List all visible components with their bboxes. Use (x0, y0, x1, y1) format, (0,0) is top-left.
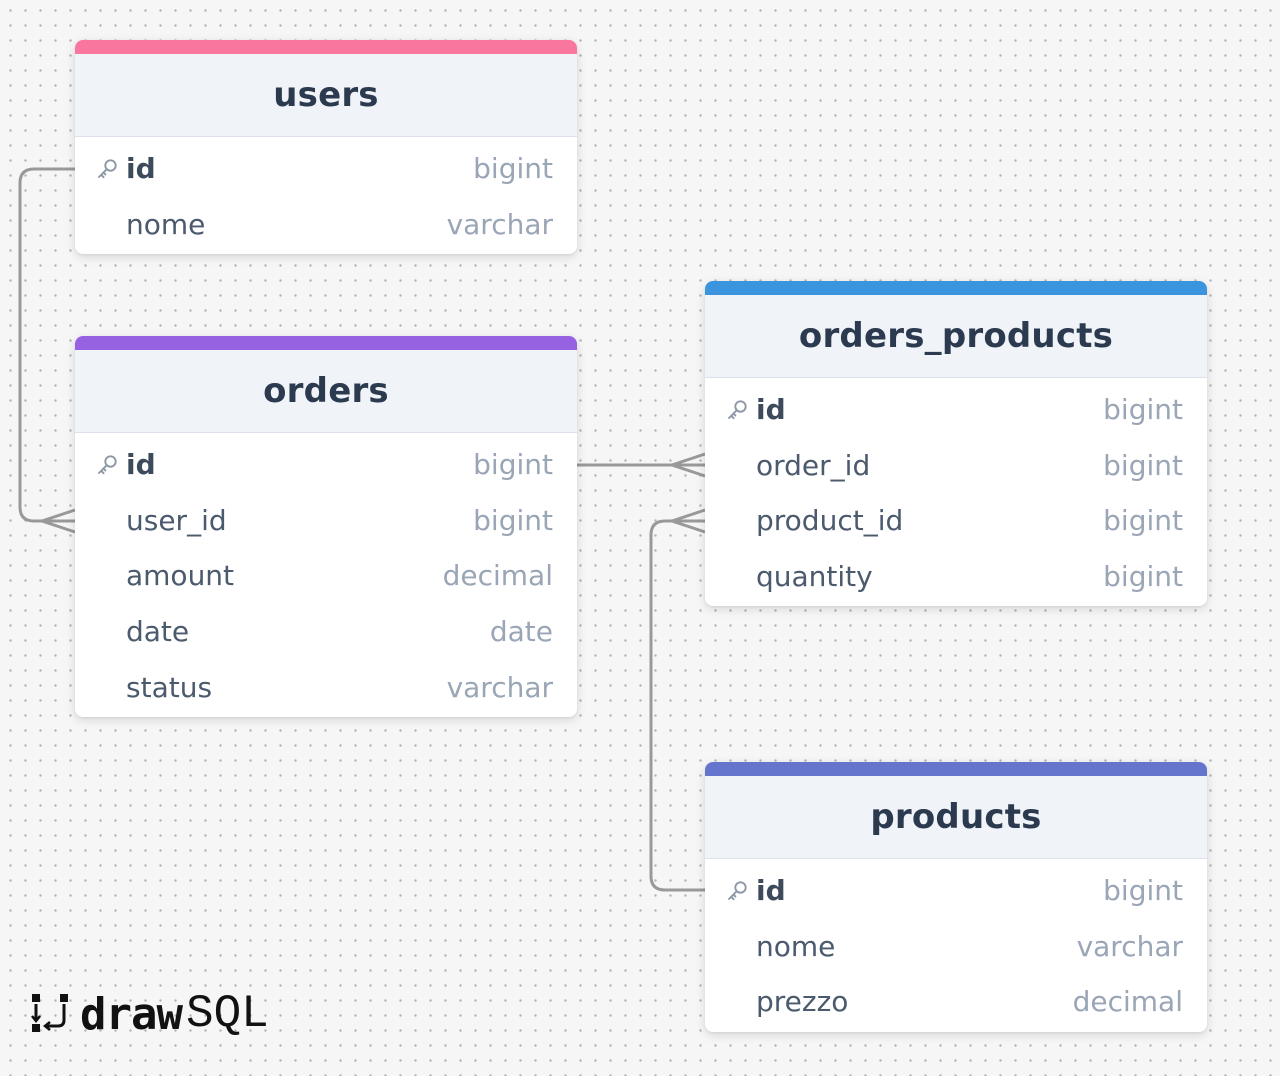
column-name: date (126, 615, 190, 649)
column-row[interactable]: prezzo decimal (705, 974, 1207, 1030)
column-row[interactable]: order_id bigint (705, 438, 1207, 494)
column-type: bigint (473, 503, 553, 537)
column-name: nome (756, 929, 836, 963)
key-slot (725, 398, 756, 422)
table-header[interactable]: users (75, 54, 577, 137)
drawsql-logo[interactable]: draw SQL (30, 988, 269, 1040)
column-name: quantity (756, 560, 873, 594)
crows-foot-icon (667, 508, 706, 534)
column-row[interactable]: id bigint (705, 382, 1207, 438)
column-row[interactable]: product_id bigint (705, 493, 1207, 549)
column-row[interactable]: amount decimal (75, 548, 577, 604)
column-type: varchar (1076, 929, 1183, 963)
column-row[interactable]: date date (75, 604, 577, 660)
table-header[interactable]: products (705, 776, 1207, 859)
column-type: date (489, 615, 553, 649)
table-color-bar (705, 281, 1207, 295)
key-icon (725, 398, 749, 422)
relationship-users-orders[interactable] (18, 167, 76, 534)
column-row[interactable]: id bigint (75, 437, 577, 493)
table-color-bar (75, 336, 577, 350)
key-slot (725, 879, 756, 903)
column-type: bigint (1103, 560, 1183, 594)
table-title: users (273, 75, 379, 115)
column-name: id (126, 448, 156, 482)
table-orders-products[interactable]: orders_products id bigint order_id bigin… (705, 281, 1207, 607)
column-row[interactable]: id bigint (705, 863, 1207, 919)
key-icon (95, 157, 119, 181)
drawsql-logo-icon (31, 994, 68, 1032)
column-row[interactable]: nome varchar (705, 919, 1207, 975)
table-title: orders (263, 371, 389, 411)
column-name: id (756, 874, 786, 908)
table-title: orders_products (798, 316, 1114, 356)
connector-line (18, 167, 75, 523)
brand-word-sql: SQL (185, 988, 269, 1040)
crows-foot-icon (37, 508, 76, 534)
connector-line (649, 519, 705, 892)
relationship-orders-orders-products[interactable] (577, 452, 706, 478)
relationship-products-orders-products[interactable] (649, 508, 706, 892)
column-list: id bigint nome varchar prezzo decimal (705, 859, 1207, 1032)
key-slot (95, 564, 126, 588)
column-name: status (126, 670, 213, 704)
table-products[interactable]: products id bigint nome varchar prezzo d… (705, 762, 1207, 1032)
column-type: bigint (1103, 504, 1183, 538)
column-type: bigint (1103, 448, 1183, 482)
column-type: decimal (1072, 985, 1183, 1019)
table-header[interactable]: orders (75, 350, 577, 433)
key-slot (95, 508, 126, 532)
column-name: id (126, 152, 156, 186)
column-list: id bigint user_id bigint amount decimal … (75, 433, 577, 717)
key-slot (725, 565, 756, 589)
key-slot (95, 157, 126, 181)
column-row[interactable]: quantity bigint (705, 549, 1207, 605)
column-name: amount (126, 559, 235, 593)
column-name: product_id (756, 504, 904, 538)
table-color-bar (705, 762, 1207, 776)
column-name: id (756, 393, 786, 427)
key-slot (725, 509, 756, 533)
column-list: id bigint nome varchar (75, 137, 577, 254)
column-name: order_id (756, 448, 871, 482)
column-name: nome (126, 207, 206, 241)
column-row[interactable]: status varchar (75, 659, 577, 715)
key-slot (725, 990, 756, 1014)
column-name: user_id (126, 503, 227, 537)
key-slot (95, 212, 126, 236)
table-title: products (870, 797, 1042, 837)
column-list: id bigint order_id bigint product_id big… (705, 378, 1207, 606)
column-row[interactable]: nome varchar (75, 197, 577, 253)
key-slot (725, 934, 756, 958)
key-slot (95, 453, 126, 477)
table-orders[interactable]: orders id bigint user_id bigint amount d… (75, 336, 577, 717)
key-slot (725, 453, 756, 477)
table-color-bar (75, 40, 577, 54)
column-type: varchar (446, 670, 553, 704)
column-type: bigint (1103, 874, 1183, 908)
column-type: decimal (442, 559, 553, 593)
column-name: prezzo (756, 985, 849, 1019)
column-type: bigint (473, 448, 553, 482)
key-slot (95, 675, 126, 699)
brand-word-draw: draw (80, 988, 183, 1040)
column-type: varchar (446, 207, 553, 241)
table-header[interactable]: orders_products (705, 295, 1207, 378)
column-type: bigint (473, 152, 553, 186)
column-row[interactable]: user_id bigint (75, 493, 577, 549)
table-users[interactable]: users id bigint nome varchar (75, 40, 577, 255)
key-slot (95, 620, 126, 644)
key-icon (725, 879, 749, 903)
column-type: bigint (1103, 393, 1183, 427)
column-row[interactable]: id bigint (75, 141, 577, 197)
key-icon (95, 453, 119, 477)
crows-foot-icon (667, 452, 706, 478)
